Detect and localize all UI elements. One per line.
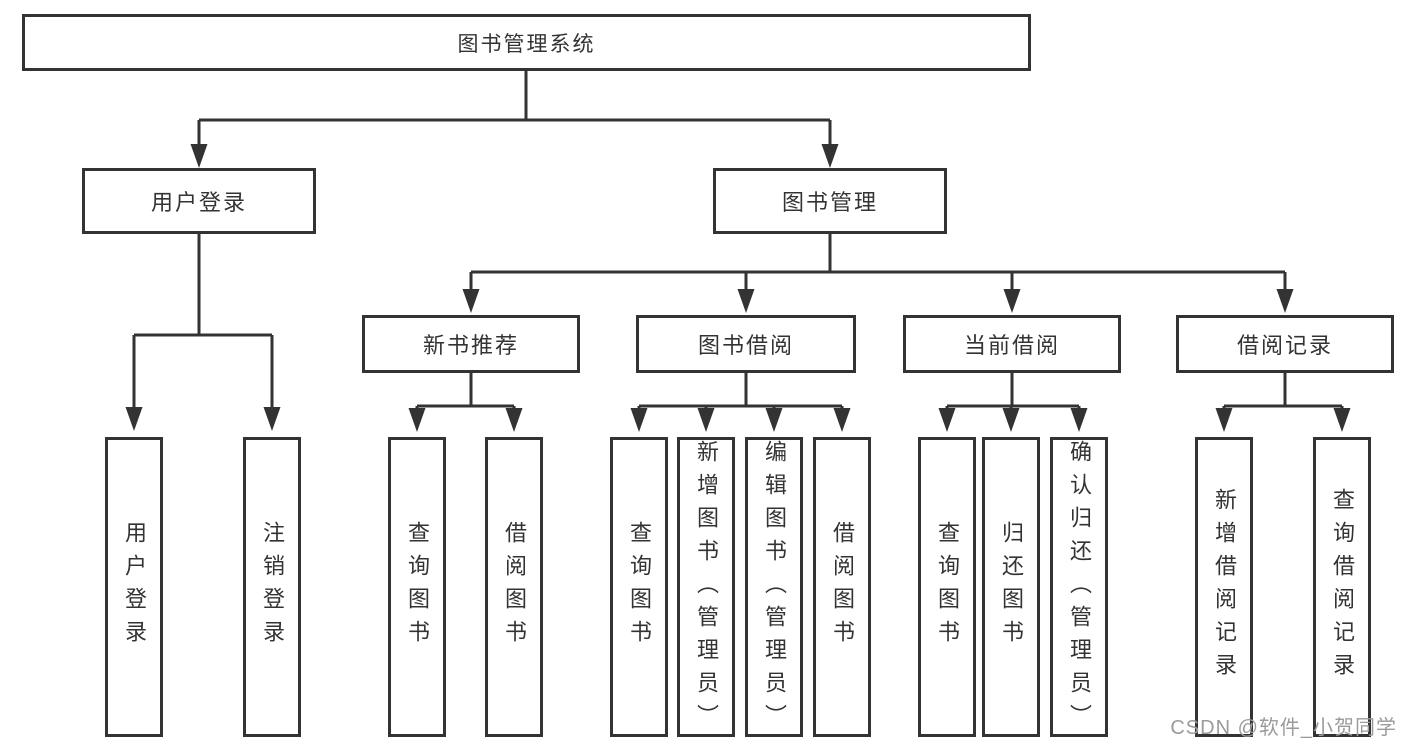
node-label: 确认归还（管理员） — [1067, 440, 1092, 737]
node-label: 图书管理系统 — [457, 32, 596, 56]
leaf-add-borrow-record: 新增借阅记录 — [1195, 437, 1253, 737]
arrowhead-icon — [408, 408, 426, 432]
arrowhead-icon — [938, 408, 956, 432]
connector-borrowing-records — [1222, 373, 1344, 412]
node-label: 用户登录 — [150, 190, 247, 215]
node-label: 编辑图书（管理员） — [762, 440, 787, 737]
leaf-query-books-borrowing: 查询图书 — [610, 437, 668, 737]
node-book-management: 图书管理 — [713, 168, 947, 234]
arrowhead-icon — [1276, 289, 1294, 313]
arrowhead-icon — [462, 289, 480, 313]
watermark: CSDN @软件_小贺同学 — [1170, 717, 1397, 739]
arrowhead-icon — [263, 407, 281, 431]
arrowhead-icon — [765, 408, 783, 432]
arrowhead-icon — [737, 289, 755, 313]
node-new-book-recommend: 新书推荐 — [362, 315, 580, 373]
leaf-query-books-current: 查询图书 — [918, 437, 976, 737]
node-current-borrowing: 当前借阅 — [903, 315, 1121, 373]
node-label: 注销登录 — [260, 521, 285, 653]
leaf-add-book-admin: 新增图书（管理员） — [677, 437, 735, 737]
arrowhead-icon — [125, 407, 143, 431]
node-label: 用户登录 — [122, 521, 147, 653]
arrowhead-icon — [833, 408, 851, 432]
connector-user-login — [132, 234, 274, 411]
node-label: 新书推荐 — [422, 333, 519, 358]
node-label: 新增图书（管理员） — [694, 440, 719, 737]
node-label: 借阅图书 — [502, 521, 527, 653]
leaf-query-borrow-record: 查询借阅记录 — [1313, 437, 1371, 737]
leaf-logout: 注销登录 — [243, 437, 301, 737]
leaf-borrow-books-recommend: 借阅图书 — [485, 437, 543, 737]
arrowhead-icon — [1070, 408, 1088, 432]
leaf-query-books-recommend: 查询图书 — [388, 437, 446, 737]
node-label: 图书管理 — [781, 190, 878, 215]
connector-book-borrowing — [637, 373, 844, 412]
arrowhead-icon — [697, 408, 715, 432]
node-label: 查询借阅记录 — [1330, 488, 1355, 686]
connector-root — [197, 71, 832, 148]
node-label: 查询图书 — [935, 521, 960, 653]
connector-current-borrowing — [945, 373, 1081, 412]
leaf-edit-book-admin: 编辑图书（管理员） — [745, 437, 803, 737]
arrowhead-icon — [630, 408, 648, 432]
arrowhead-icon — [505, 408, 523, 432]
node-label: 借阅图书 — [830, 521, 855, 653]
arrowhead-icon — [190, 144, 208, 168]
connector-new-book-recommend — [415, 373, 516, 412]
arrowhead-icon — [1215, 408, 1233, 432]
node-library-management-system: 图书管理系统 — [22, 14, 1031, 71]
arrowhead-icon — [821, 144, 839, 168]
leaf-confirm-return-admin: 确认归还（管理员） — [1050, 437, 1108, 737]
node-label: 查询图书 — [405, 521, 430, 653]
node-borrowing-records: 借阅记录 — [1176, 315, 1394, 373]
leaf-borrow-books-borrowing: 借阅图书 — [813, 437, 871, 737]
node-user-login: 用户登录 — [82, 168, 316, 234]
arrowhead-icon — [1333, 408, 1351, 432]
node-book-borrowing: 图书借阅 — [636, 315, 856, 373]
node-label: 借阅记录 — [1236, 333, 1333, 358]
node-label: 新增借阅记录 — [1212, 488, 1237, 686]
leaf-return-books: 归还图书 — [982, 437, 1040, 737]
node-label: 当前借阅 — [963, 333, 1060, 358]
arrowhead-icon — [1003, 289, 1021, 313]
node-label: 图书借阅 — [697, 333, 794, 358]
arrowhead-icon — [1002, 408, 1020, 432]
node-label: 归还图书 — [999, 521, 1024, 653]
node-label: 查询图书 — [627, 521, 652, 653]
connector-book-management — [469, 234, 1287, 293]
leaf-user-login: 用户登录 — [105, 437, 163, 737]
